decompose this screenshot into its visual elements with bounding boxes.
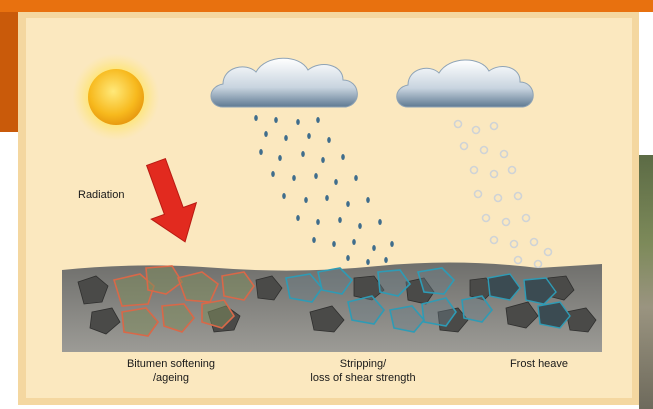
header-bar [0, 0, 653, 12]
caption-line: Bitumen softening [126, 358, 216, 370]
caption-line: Frost heave [509, 358, 569, 370]
rain-cloud-icon [210, 57, 358, 108]
aged-binder-zone [112, 265, 255, 337]
caption-line: /ageing [152, 372, 190, 384]
road-weathering-diagram: Radiation Bitumen softening /ageing Stri… [18, 12, 639, 405]
caption-line: loss of shear strength [310, 372, 416, 384]
side-accent [0, 12, 18, 132]
radiation-label: Radiation [78, 189, 125, 201]
caption-bitumen-softening: Bitumen softening /ageing [106, 357, 236, 385]
diagram-illustration [18, 12, 639, 405]
caption-line: Stripping/ [339, 358, 387, 370]
background-photo-edge [639, 155, 653, 409]
radiation-arrow-icon [145, 157, 198, 243]
rain-drops [254, 115, 394, 265]
snowflakes [453, 119, 553, 269]
caption-frost-heave: Frost heave [494, 357, 584, 371]
stripped-binder-zone [285, 267, 494, 333]
caption-stripping: Stripping/ loss of shear strength [293, 357, 433, 385]
sun-icon [54, 35, 178, 159]
snow-cloud-icon [396, 59, 534, 108]
road-cross-section [62, 262, 602, 352]
